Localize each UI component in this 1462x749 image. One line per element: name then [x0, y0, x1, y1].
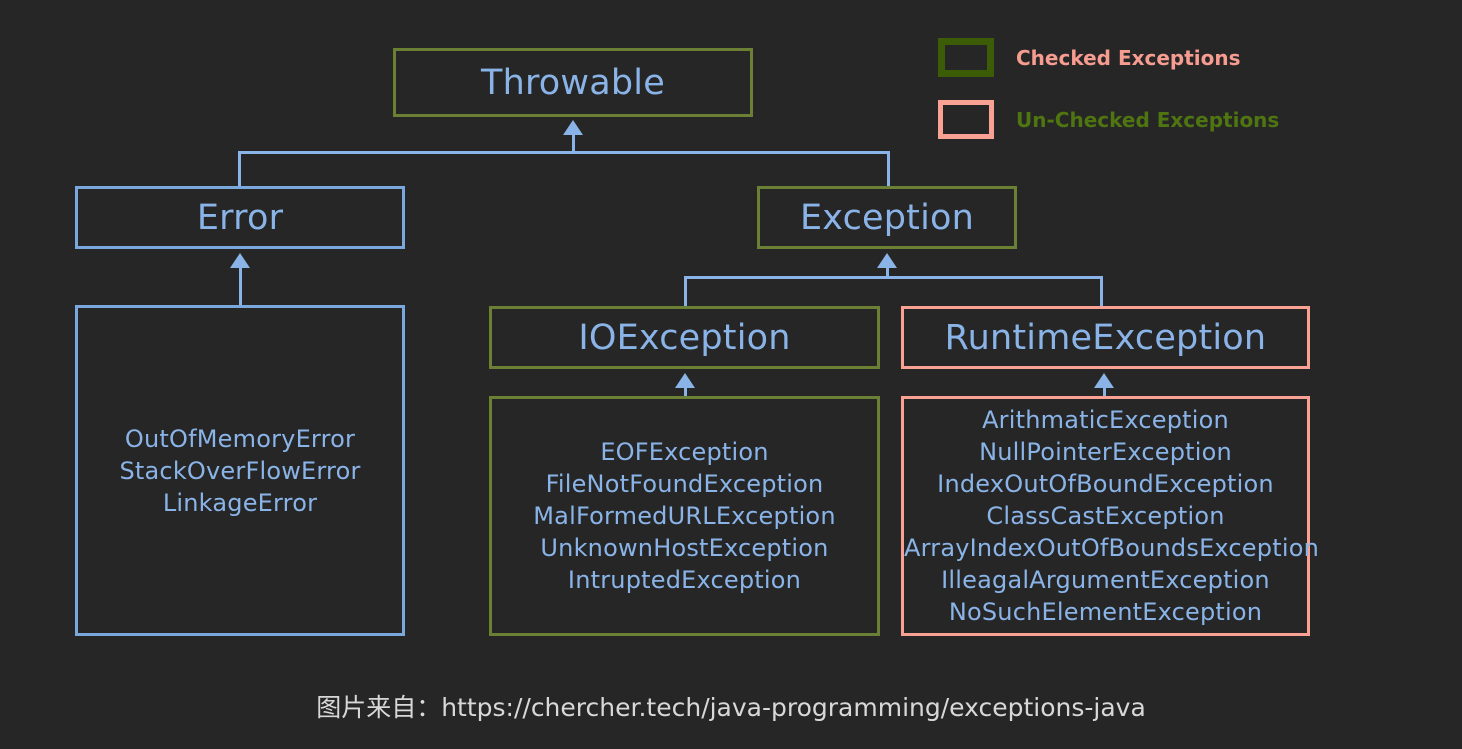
list-item: ArithmaticException	[982, 406, 1229, 434]
list-item: NullPointerException	[979, 438, 1232, 466]
source-caption: 图片来自：https://chercher.tech/java-programm…	[316, 693, 1146, 722]
node-throwable-label: Throwable	[481, 62, 665, 103]
leaf-box-runtimeexception-children: ArithmaticException NullPointerException…	[901, 396, 1319, 636]
arrow-to-ioexception-icon	[675, 373, 695, 388]
legend-green-swatch-icon	[938, 38, 994, 77]
runtimeexception-children-list: ArithmaticException NullPointerException…	[904, 404, 1319, 628]
leaf-box-ioexception-children: EOFException FileNotFoundException MalFo…	[489, 396, 880, 636]
list-item: ArrayIndexOutOfBoundsException	[904, 534, 1319, 562]
arrow-to-throwable-icon	[563, 120, 583, 135]
node-runtimeexception: RuntimeException	[901, 306, 1310, 369]
leaf-box-error-children: OutOfMemoryError StackOverFlowError Link…	[75, 305, 405, 636]
ioexception-children-list: EOFException FileNotFoundException MalFo…	[492, 436, 877, 596]
node-error-label: Error	[196, 197, 284, 238]
legend-item-checked-exceptions: Checked Exceptions	[938, 38, 1241, 77]
connector-level3-left-drop	[684, 276, 687, 310]
node-exception: Exception	[757, 186, 1017, 249]
node-exception-label: Exception	[799, 197, 975, 238]
node-ioexception-label: IOException	[578, 317, 791, 358]
connector-level2-left-drop	[238, 151, 241, 188]
list-item: OutOfMemoryError	[124, 424, 356, 453]
legend-label-unchecked-exceptions: Un-Checked Exceptions	[1016, 107, 1280, 132]
list-item: IndexOutOfBoundException	[937, 470, 1274, 498]
connector-level2-right-drop	[887, 151, 890, 188]
node-ioexception: IOException	[489, 306, 880, 369]
connector-runtimeexception-stem	[1103, 387, 1106, 396]
connector-level3-right-drop	[1100, 276, 1103, 310]
list-item: IlleagalArgumentException	[941, 566, 1270, 594]
list-item: FileNotFoundException	[545, 470, 824, 498]
list-item: UnknownHostException	[540, 534, 829, 562]
list-item: LinkageError	[162, 488, 318, 517]
legend-label-checked-exceptions: Checked Exceptions	[1016, 45, 1241, 70]
node-error: Error	[75, 186, 405, 249]
connector-exception-stem	[886, 267, 889, 279]
arrow-to-error-icon	[230, 253, 250, 268]
legend-item-unchecked-exceptions: Un-Checked Exceptions	[938, 100, 1279, 139]
error-children-list: OutOfMemoryError StackOverFlowError Link…	[78, 423, 402, 519]
list-item: IntruptedException	[567, 566, 802, 594]
connector-level3-bracket	[684, 276, 1103, 279]
connector-throwable-stem	[572, 134, 575, 154]
legend-pink-swatch-icon	[938, 100, 994, 139]
node-runtimeexception-label: RuntimeException	[944, 317, 1267, 358]
connector-level2-bracket	[238, 151, 890, 154]
list-item: StackOverFlowError	[119, 456, 361, 485]
list-item: MalFormedURLException	[533, 502, 836, 530]
node-throwable: Throwable	[393, 48, 753, 117]
arrow-to-runtimeexception-icon	[1094, 373, 1114, 388]
connector-ioexception-stem	[684, 387, 687, 396]
list-item: NoSuchElementException	[948, 598, 1263, 626]
list-item: EOFException	[600, 438, 769, 466]
connector-error-stem	[239, 267, 242, 305]
arrow-to-exception-icon	[877, 253, 897, 268]
list-item: ClassCastException	[986, 502, 1225, 530]
